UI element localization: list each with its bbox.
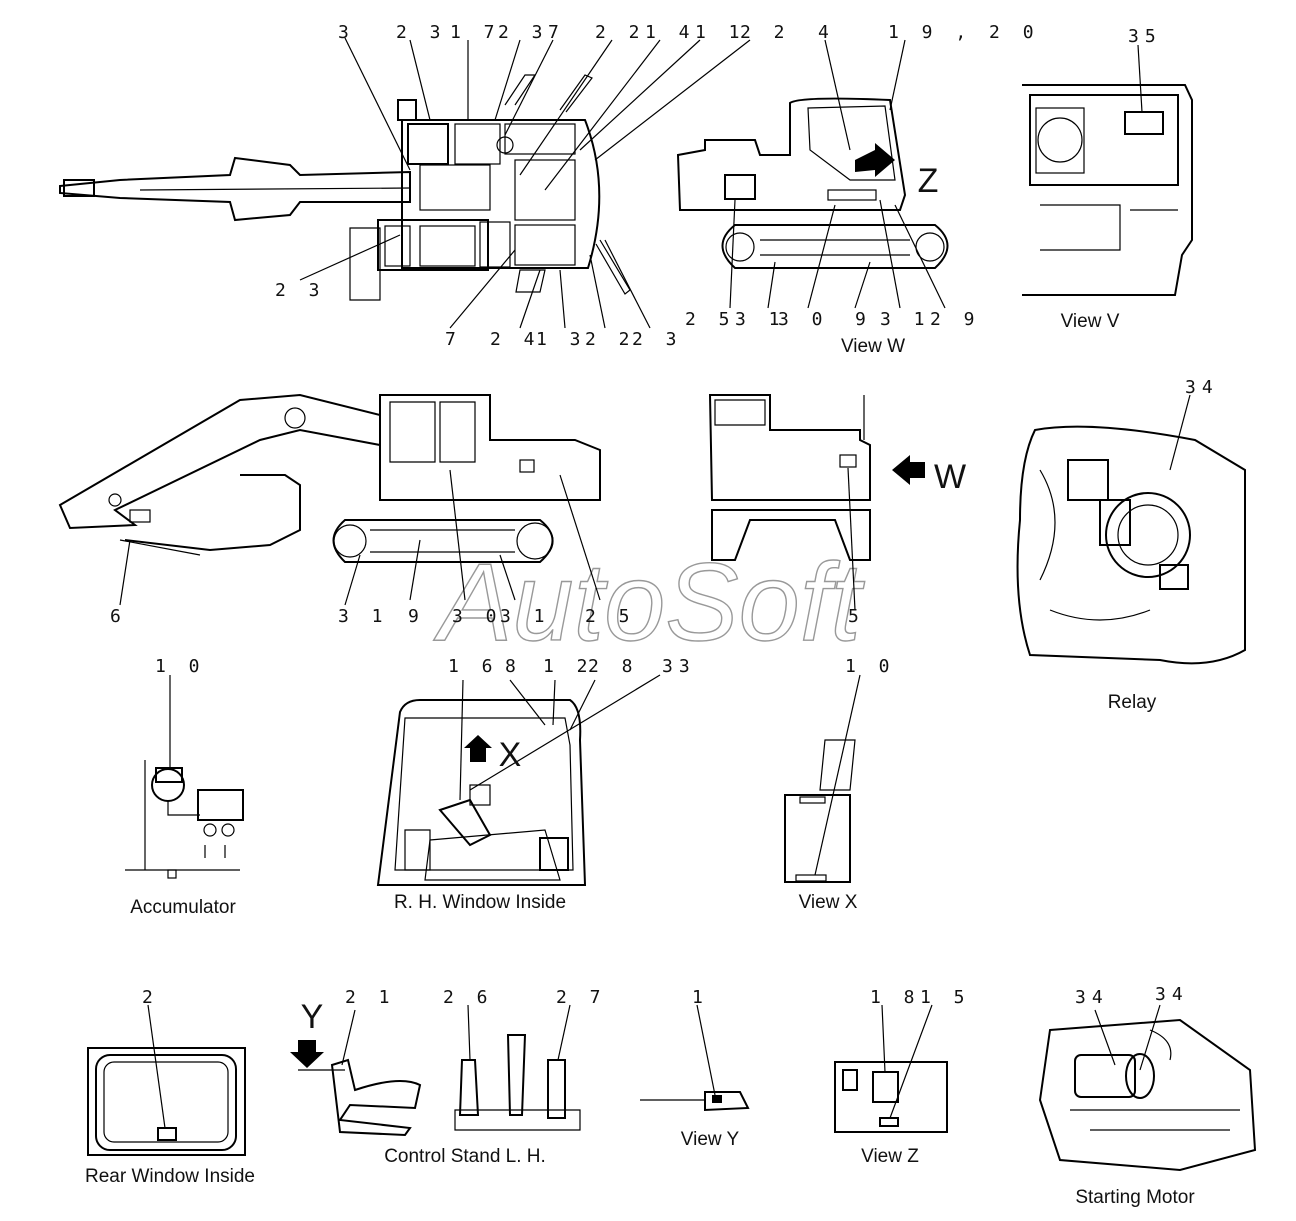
svg-text:1 2: 1 2	[543, 656, 594, 677]
callout-1: 1	[692, 987, 709, 1008]
svg-text:2 3: 2 3	[396, 22, 447, 43]
svg-text:2 3: 2 3	[632, 329, 683, 350]
svg-text:2 3: 2 3	[275, 280, 326, 301]
svg-text:2 5: 2 5	[585, 606, 636, 627]
svg-text:2 9: 2 9	[930, 309, 981, 330]
arrow-y-icon	[290, 1040, 324, 1068]
relay-drawing	[1016, 394, 1246, 665]
caption-rear-window: Rear Window Inside	[85, 1166, 255, 1187]
view-z-drawing	[834, 1004, 948, 1133]
svg-text:2 4: 2 4	[490, 329, 541, 350]
rh-window-drawing	[376, 674, 661, 886]
svg-text:1 5: 1 5	[920, 987, 971, 1008]
view-w-callouts: 4 1 9 , 2 0 2 5 3 1 3 0 9 3 1 2 9	[685, 22, 1040, 330]
caption-view-v: View V	[1061, 311, 1120, 332]
svg-text:4: 4	[818, 22, 835, 43]
svg-text:1 1: 1 1	[695, 22, 746, 43]
svg-text:3 1: 3 1	[338, 606, 389, 627]
side-view-drawing	[58, 393, 601, 606]
svg-text:3 0: 3 0	[452, 606, 503, 627]
control-stand-drawing	[298, 1004, 581, 1137]
starting-motor-callouts: 34 34	[1075, 984, 1189, 1008]
rh-window-callouts: 1 6 8 1 2 2 8 33	[448, 656, 696, 677]
svg-text:2 7: 2 7	[556, 987, 607, 1008]
svg-text:8: 8	[505, 656, 522, 677]
view-y-drawing	[640, 1004, 750, 1112]
svg-text:2 6: 2 6	[443, 987, 494, 1008]
svg-text:1 9 , 2 0: 1 9 , 2 0	[888, 22, 1040, 43]
callout-5: 5	[848, 606, 865, 627]
view-z-callouts: 1 8 1 5	[870, 987, 971, 1008]
view-x-drawing	[784, 674, 861, 883]
callout-10-accumulator: 1 0	[155, 656, 206, 677]
caption-view-z: View Z	[861, 1146, 919, 1167]
svg-text:7: 7	[548, 22, 565, 43]
top-view-callouts: 3 2 3 1 7 2 3 7 2 2 1 4 1 1 2 2 2 3 7 2 …	[275, 22, 791, 350]
svg-text:7: 7	[445, 329, 462, 350]
arrow-x-icon	[464, 735, 492, 762]
view-v-drawing	[1022, 44, 1193, 296]
svg-text:1 3: 1 3	[536, 329, 587, 350]
caption-starting-motor: Starting Motor	[1075, 1187, 1195, 1208]
rear-view-drawing	[708, 394, 871, 611]
svg-text:2 2: 2 2	[595, 22, 646, 43]
watermark: AutoSoft	[433, 541, 865, 664]
svg-text:3 0: 3 0	[778, 309, 829, 330]
arrow-w-label: W	[934, 458, 966, 496]
svg-text:34: 34	[1155, 984, 1189, 1005]
svg-text:34: 34	[1075, 987, 1109, 1008]
caption-control-stand: Control Stand L. H.	[384, 1146, 546, 1167]
svg-text:9: 9	[408, 606, 425, 627]
svg-text:33: 33	[662, 656, 696, 677]
svg-text:1 6: 1 6	[448, 656, 499, 677]
arrow-x-label: X	[499, 736, 522, 774]
svg-text:1 4: 1 4	[645, 22, 696, 43]
svg-text:3 1: 3 1	[735, 309, 786, 330]
arrow-z-label: Z	[918, 162, 939, 200]
callout-34-relay: 34	[1185, 377, 1219, 398]
callout-10-view-x: 1 0	[845, 656, 896, 677]
rear-window-drawing	[87, 1004, 246, 1156]
callout-2: 2	[142, 987, 159, 1008]
svg-text:2 1: 2 1	[345, 987, 396, 1008]
accumulator-drawing	[125, 675, 244, 879]
caption-rh-window: R. H. Window Inside	[394, 892, 566, 913]
caption-view-y: View Y	[681, 1129, 740, 1150]
control-stand-callouts: 2 1 2 6 2 7	[345, 987, 607, 1008]
svg-text:3: 3	[338, 22, 355, 43]
arrow-y-label: Y	[301, 998, 324, 1036]
svg-text:1 8: 1 8	[870, 987, 921, 1008]
top-view-drawing	[59, 37, 751, 329]
caption-accumulator: Accumulator	[130, 897, 236, 918]
side-view-callouts: 6 3 1 9 3 0 3 1 2 5	[110, 606, 636, 627]
svg-text:9: 9	[855, 309, 872, 330]
view-w-drawing	[676, 39, 949, 309]
arrow-w-icon	[892, 455, 925, 485]
starting-motor-drawing	[1038, 1004, 1257, 1172]
svg-text:3 1: 3 1	[880, 309, 931, 330]
callout-35: 35	[1128, 26, 1162, 47]
svg-text:2 3: 2 3	[498, 22, 549, 43]
svg-text:3 1: 3 1	[500, 606, 551, 627]
svg-text:2 2: 2 2	[740, 22, 791, 43]
caption-view-x: View X	[799, 892, 858, 913]
caption-relay: Relay	[1108, 692, 1157, 713]
svg-text:2 2: 2 2	[585, 329, 636, 350]
svg-text:2 8: 2 8	[588, 656, 639, 677]
svg-text:6: 6	[110, 606, 127, 627]
caption-view-w: View W	[841, 336, 905, 357]
svg-text:1 7: 1 7	[450, 22, 501, 43]
svg-text:2 5: 2 5	[685, 309, 736, 330]
